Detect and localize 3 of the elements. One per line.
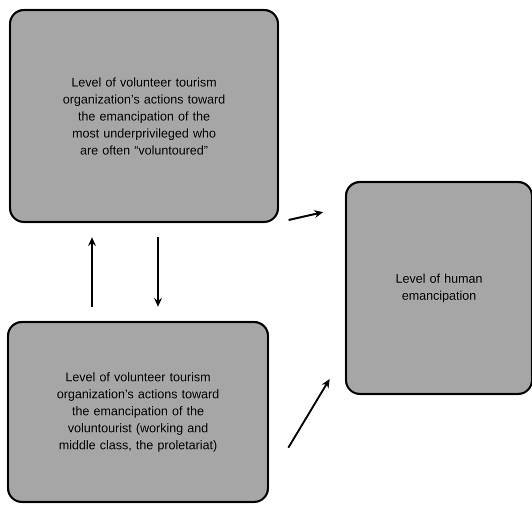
process-box: Level of volunteer tourism organization’s actions toward the emancipation of the voluntourist (working and middle class, the proletariat) bbox=[6, 320, 270, 504]
process-box: Level of volunteer tourism organization’s actions toward the emancipation of the most underprivileged who are often “voluntoured” bbox=[8, 8, 280, 224]
process-box: Level of human emancipation bbox=[344, 180, 532, 396]
